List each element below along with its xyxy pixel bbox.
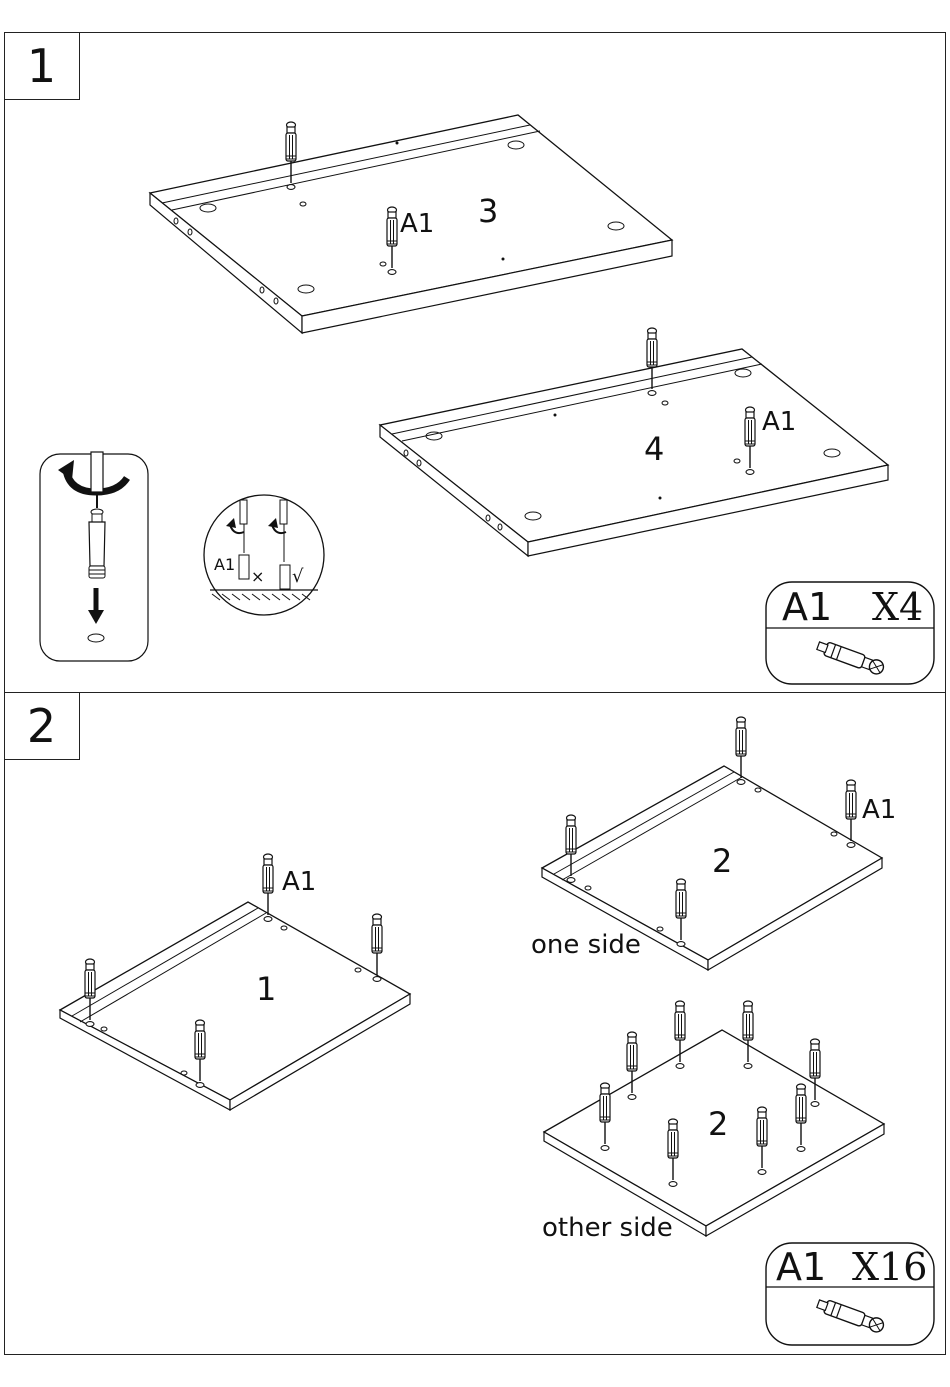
caption-other-side: other side: [542, 1213, 673, 1243]
right-mark: √: [292, 566, 304, 587]
caption-one-side: one side: [531, 930, 641, 960]
panel-2-bottom-label: 2: [708, 1105, 728, 1143]
panel-4: [380, 328, 888, 556]
a1-callout-bottom: A1: [762, 407, 796, 437]
detail-a1-label: A1: [214, 555, 235, 574]
panel-1-label: 1: [256, 970, 276, 1008]
wrong-mark: ×: [251, 567, 264, 586]
panel-1: [60, 854, 410, 1110]
a1-callout-right: A1: [862, 795, 896, 825]
legend1-qty: X4: [872, 585, 923, 629]
a1-callout-left: A1: [282, 867, 316, 897]
legend2-part: A1: [776, 1245, 826, 1289]
panel-3-label: 3: [478, 192, 498, 230]
panel-4-label: 4: [644, 430, 664, 468]
legend1-part: A1: [782, 585, 832, 629]
a1-callout-top: A1: [400, 209, 434, 239]
insert-detail-box: [40, 452, 148, 661]
legend2-qty: X16: [852, 1245, 927, 1289]
panel-2-top-label: 2: [712, 842, 732, 880]
